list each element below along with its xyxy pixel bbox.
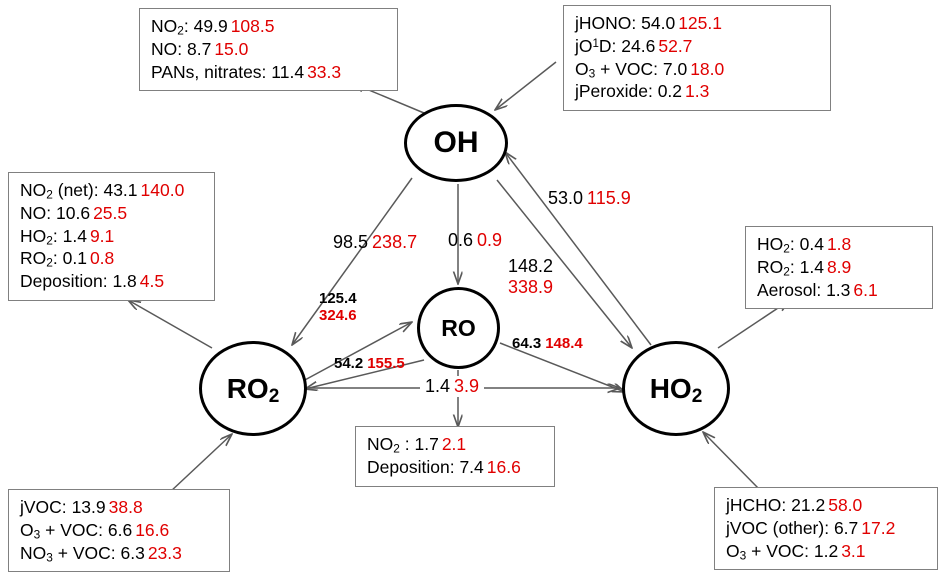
node-ro2-label: RO2: [226, 372, 280, 407]
edge-ho2-sources-to-ho2: [703, 432, 761, 491]
edge-oh-to-ho2: [496, 179, 632, 348]
node-ho2[interactable]: HO2: [622, 341, 730, 436]
node-ho2-label: HO2: [649, 372, 703, 407]
edge-oh-sources-to-oh: [495, 61, 557, 110]
node-oh-label: OH: [433, 126, 479, 159]
edge-ro-to-ho2: [499, 342, 625, 392]
edge-ro2-to-ro: [302, 322, 412, 382]
edge-oh-to-ro2: [292, 177, 413, 345]
node-ro[interactable]: RO: [417, 287, 500, 369]
edge-ro2-to-ro2-sinks: [128, 300, 213, 349]
node-ro2[interactable]: RO2: [199, 341, 307, 436]
edge-ro-to-ro2: [305, 359, 425, 389]
node-oh[interactable]: OH: [404, 104, 508, 182]
edge-ho2-to-oh: [505, 152, 652, 346]
edge-ro2-sources-to-ro2: [169, 434, 232, 493]
node-ro-label: RO: [441, 314, 476, 341]
